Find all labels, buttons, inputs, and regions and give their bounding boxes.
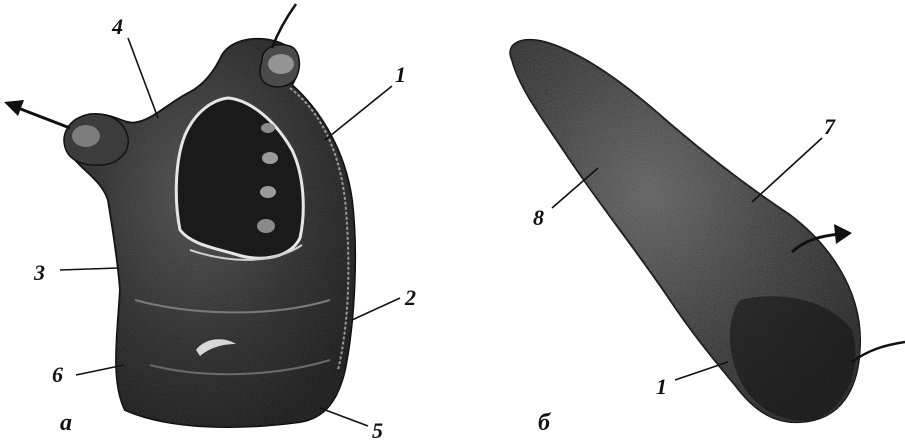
- label-b-7: 7: [824, 114, 836, 139]
- leader-a-4: [128, 38, 158, 118]
- panel-a-left-siphon-highlight: [72, 125, 100, 147]
- panel-a-exhalant-arrow-head: [4, 100, 24, 116]
- panel-a-letter: а: [60, 410, 72, 436]
- label-a-1: 1: [395, 62, 406, 87]
- leader-b-7: [752, 138, 822, 202]
- panel-a-spot: [260, 186, 276, 198]
- panel-b-specimen: [510, 40, 905, 422]
- label-b-1: 1: [656, 374, 667, 399]
- panel-a-thread: [272, 4, 296, 48]
- label-a-6: 6: [52, 362, 63, 387]
- panel-a-exhalant-arrow-line: [18, 108, 70, 128]
- label-b-8: 8: [533, 205, 544, 230]
- leader-a-5: [320, 408, 368, 426]
- panel-b-letter: б: [538, 410, 551, 436]
- label-a-2: 2: [404, 285, 416, 310]
- leader-b-1: [675, 362, 728, 380]
- label-a-4: 4: [111, 14, 123, 39]
- leader-a-3: [60, 268, 118, 270]
- panel-a-top-siphon-highlight: [268, 54, 294, 74]
- panel-a-spot: [262, 152, 278, 164]
- panel-a-spot: [257, 219, 275, 233]
- label-a-5: 5: [372, 418, 383, 443]
- label-a-3: 3: [33, 260, 45, 285]
- leader-a-2: [352, 298, 400, 320]
- panel-a-spot: [261, 123, 275, 133]
- leader-a-1: [325, 86, 392, 140]
- panel-b-exhalant-arrow-head: [834, 224, 852, 244]
